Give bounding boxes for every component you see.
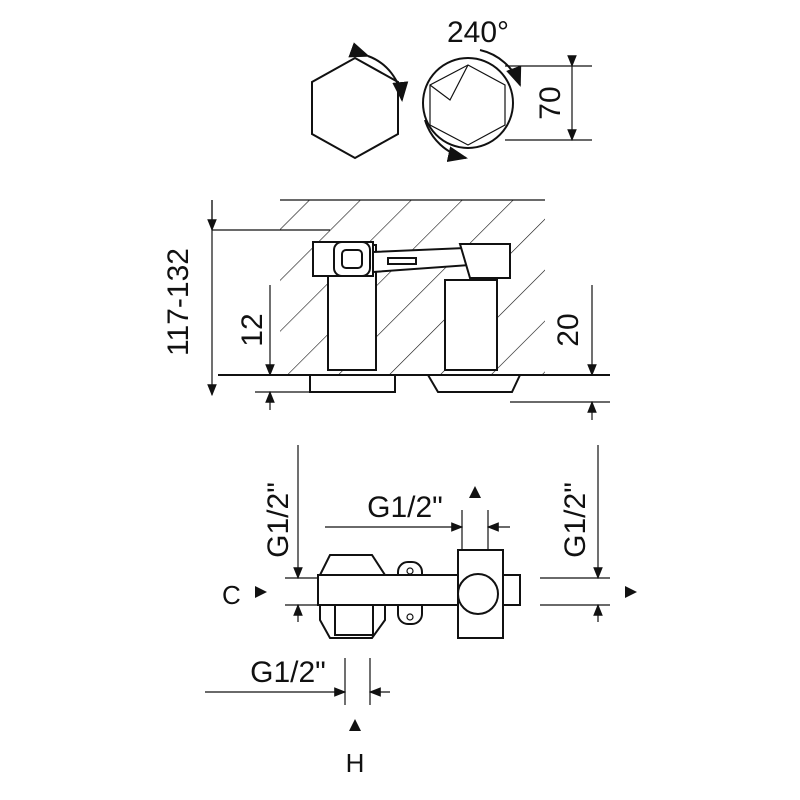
rotation-angle-label: 240°	[447, 16, 509, 49]
hot-inlet-arrow-icon	[349, 719, 361, 731]
right-thread-label: G1/2"	[559, 482, 592, 558]
right-depth-label: 20	[552, 313, 585, 346]
right-outlet-arrow-icon	[625, 586, 637, 598]
cold-inlet-label: C	[222, 580, 241, 610]
outlet-arrow-icon	[469, 486, 481, 498]
left-depth-label: 12	[236, 313, 269, 346]
bottom-thread-label: G1/2"	[250, 656, 326, 689]
total-height-label: 117-132	[162, 248, 195, 356]
hot-inlet-label: H	[346, 748, 365, 778]
hexagon-handle-top-view	[311, 42, 409, 160]
handle-height-label: 70	[534, 86, 567, 119]
faceted-handle-rotation-view: 240° 70	[422, 16, 592, 162]
top-thread-label: G1/2"	[367, 491, 443, 524]
plan-view: G1/2" C G1/2" G1/2" G1/2" H	[205, 445, 637, 778]
left-thread-label: G1/2"	[262, 482, 295, 558]
side-view: 117-132 12 20	[162, 199, 610, 420]
cold-inlet-arrow-icon	[255, 586, 267, 598]
